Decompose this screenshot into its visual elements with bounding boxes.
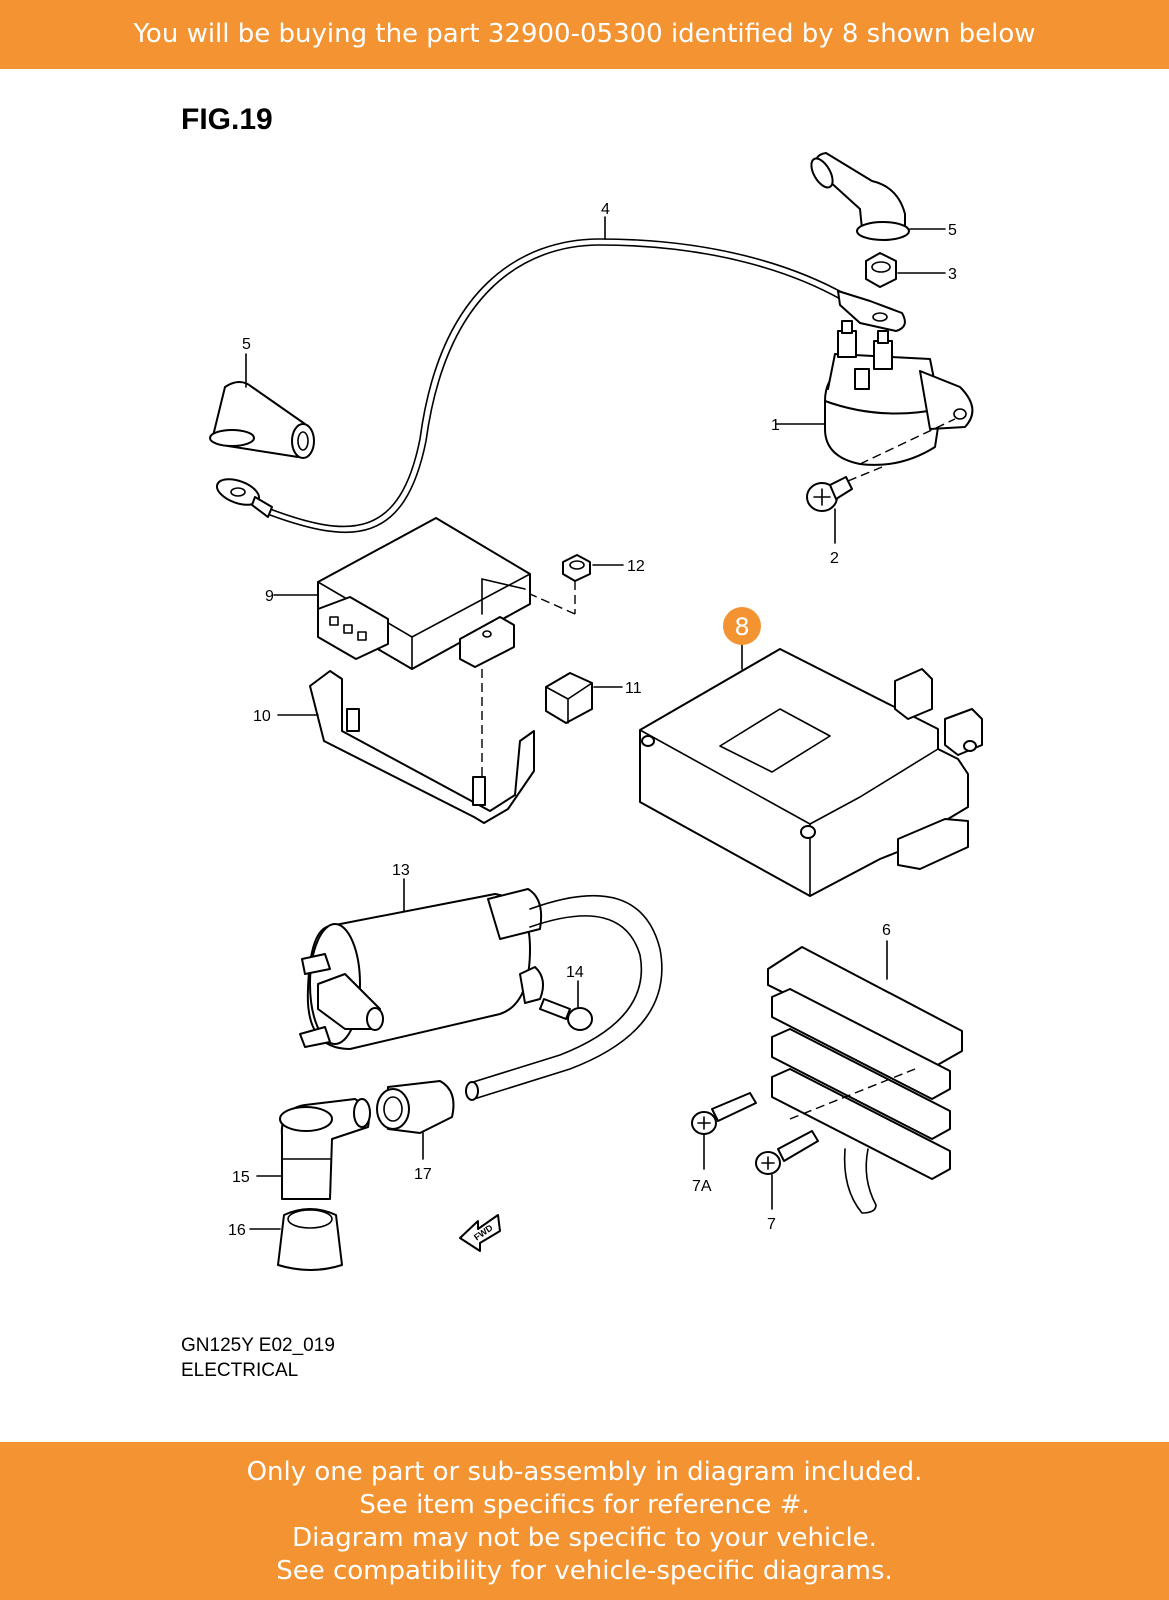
highlight-marker-8: 8	[723, 607, 761, 645]
callout-3: 3	[948, 266, 957, 283]
diagram-code: GN125Y E02_019	[181, 1335, 335, 1356]
callout-7a: 7A	[692, 1178, 712, 1195]
part-12-nut	[529, 554, 624, 615]
callout-12: 12	[627, 558, 645, 575]
footer-line-2: See item specifics for reference #.	[359, 1490, 810, 1520]
callout-6: 6	[882, 922, 891, 939]
highlight-label: 8	[734, 613, 749, 641]
callout-15: 15	[232, 1169, 250, 1186]
callout-11: 11	[625, 680, 642, 697]
part-5-terminal-boot-right	[810, 152, 946, 241]
callout-5-right: 5	[948, 222, 957, 239]
banner-text: You will be buying the part 32900-05300 …	[133, 19, 1036, 49]
diagram-section: ELECTRICAL	[181, 1360, 298, 1381]
part-4-battery-cable	[215, 216, 906, 533]
callout-13: 13	[392, 862, 410, 879]
callout-9: 9	[265, 588, 274, 605]
part-8-module	[639, 642, 983, 897]
ht-lead	[465, 894, 663, 1101]
callout-17: 17	[414, 1166, 432, 1183]
callout-16: 16	[228, 1222, 246, 1239]
callout-14: 14	[566, 964, 584, 981]
footer-line-1: Only one part or sub-assembly in diagram…	[246, 1457, 923, 1487]
part-2-screw	[806, 466, 883, 544]
part-9-cdi-unit	[273, 517, 531, 670]
part-7-bolt	[755, 1130, 819, 1210]
part-7a-bolt	[691, 1092, 757, 1170]
callout-10: 10	[253, 708, 271, 725]
parts-diagram: FIG.19 4 5 5 3	[181, 103, 983, 1381]
part-14-bolt	[539, 980, 593, 1031]
callout-5-left: 5	[242, 336, 251, 353]
part-15-plug-cap	[256, 1098, 371, 1200]
callout-2: 2	[830, 550, 839, 567]
part-1-starter-relay	[775, 320, 974, 466]
part-3-nut	[865, 252, 946, 288]
part-16-boot	[249, 1208, 343, 1271]
part-6-regulator	[767, 940, 963, 1214]
bottom-banner: Only one part or sub-assembly in diagram…	[0, 1442, 1169, 1600]
part-11-cushion	[545, 672, 623, 724]
part-17-seal	[376, 1080, 455, 1160]
part-5-terminal-boot-left	[209, 353, 315, 459]
callout-7: 7	[767, 1216, 776, 1233]
part-10-bracket	[277, 669, 535, 824]
footer-line-4: See compatibility for vehicle-specific d…	[276, 1556, 893, 1586]
top-banner: You will be buying the part 32900-05300 …	[0, 0, 1169, 69]
fwd-arrow-icon: FWD	[459, 1214, 501, 1252]
callout-1: 1	[771, 417, 780, 434]
callout-4: 4	[601, 201, 610, 218]
footer-line-3: Diagram may not be specific to your vehi…	[292, 1523, 877, 1553]
part-13-ignition-coil	[299, 878, 545, 1050]
figure-title: FIG.19	[181, 103, 273, 136]
